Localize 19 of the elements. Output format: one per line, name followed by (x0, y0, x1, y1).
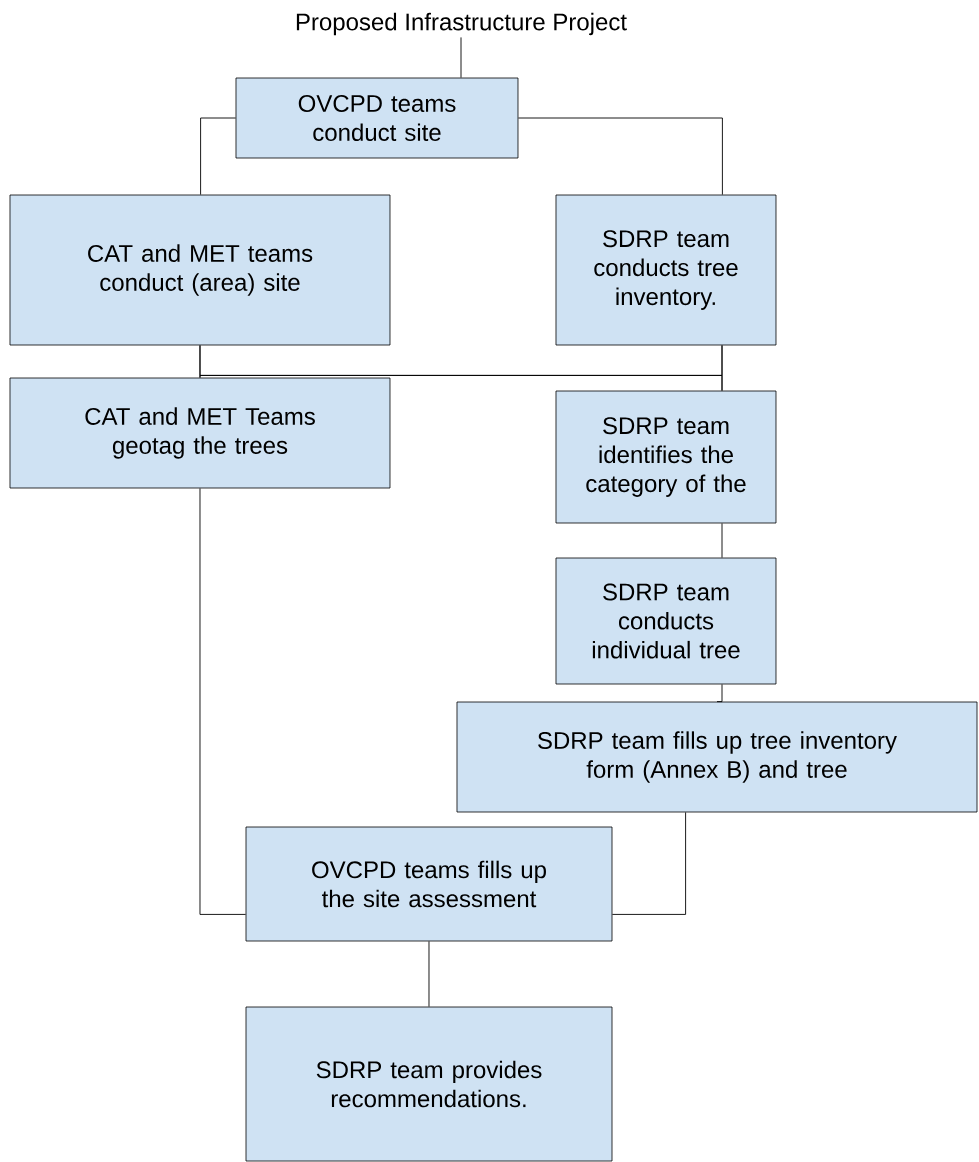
connector-line (721, 522, 723, 559)
connector-line (199, 487, 247, 915)
connector-line (611, 811, 687, 915)
connector-line (716, 683, 723, 703)
title-text: Proposed Infrastructure Project (296, 12, 627, 36)
process-box: SDRP team identifies the category of the (555, 390, 777, 524)
process-box: OVCPD teams fills up the site assessment (245, 826, 613, 942)
process-box: CAT and MET Teams geotag the trees (9, 377, 391, 489)
process-box: OVCPD teams conduct site (235, 77, 519, 159)
process-box: SDRP team conducts tree inventory. (555, 194, 777, 346)
connector-line (460, 36, 462, 79)
connector-line (721, 344, 723, 392)
process-box: SDRP team fills up tree inventory form (Annex B) and tree (456, 701, 978, 813)
process-box: SDRP team provides recommendations. (245, 1006, 613, 1162)
process-box: CAT and MET teams conduct (area) site (9, 194, 391, 346)
connector-line (428, 940, 430, 1008)
process-box: SDRP team conducts individual tree (555, 557, 777, 685)
connector-line (517, 117, 723, 196)
connector-line (200, 117, 237, 196)
